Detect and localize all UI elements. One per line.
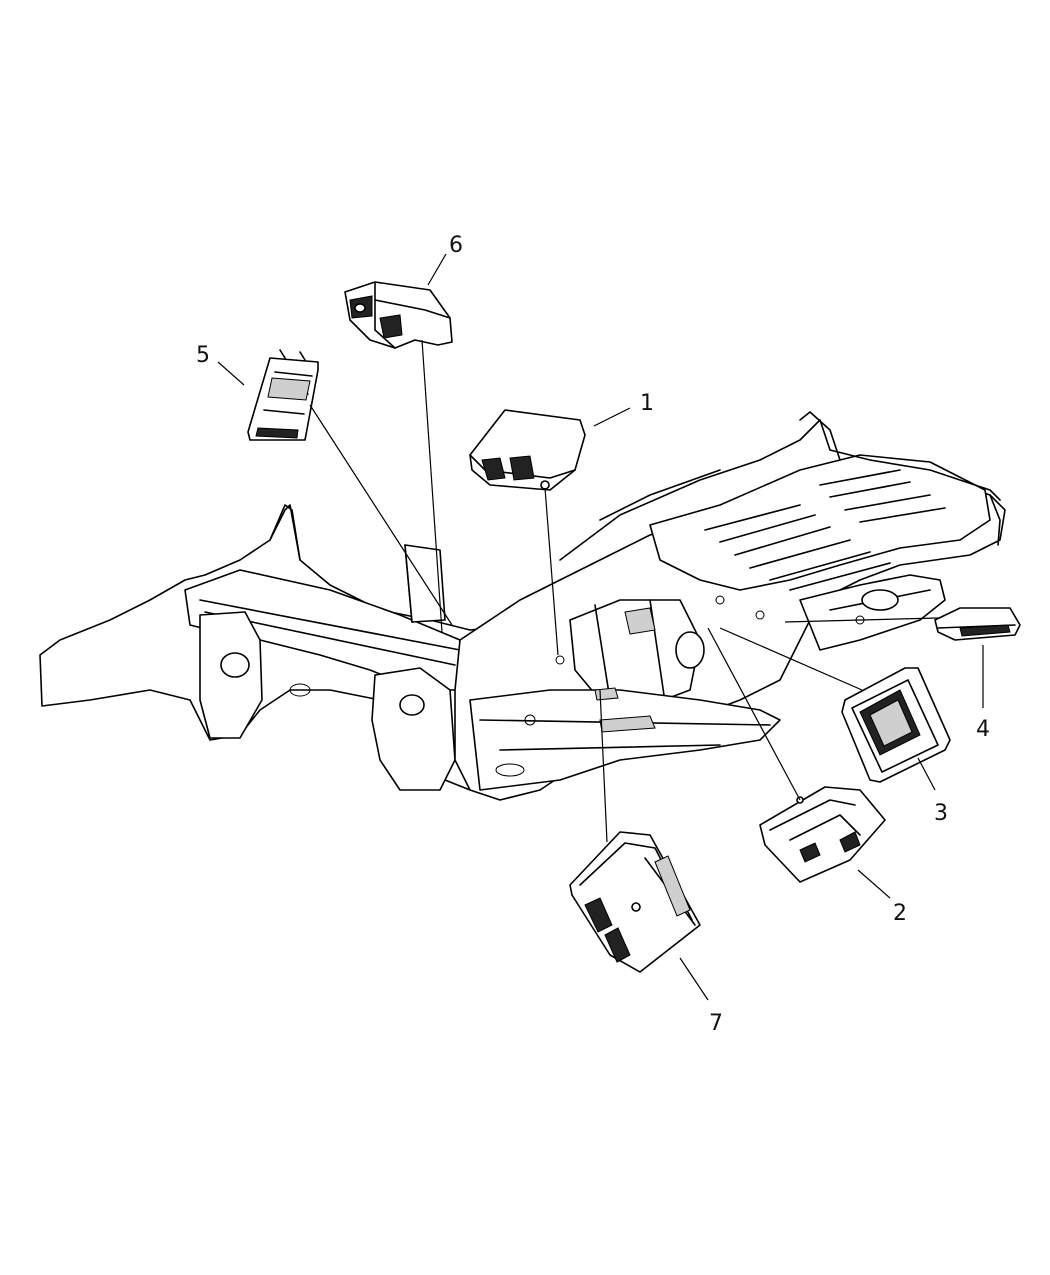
callout-4: 4	[976, 717, 990, 742]
callout-5-leader	[217, 361, 245, 386]
callout-1-leader	[593, 407, 631, 427]
vehicle-body-floor-pan	[39, 411, 1006, 801]
module-5	[247, 349, 319, 441]
module-3	[841, 667, 951, 783]
leader-lines	[309, 339, 939, 843]
module-2	[759, 786, 886, 883]
callout-6: 6	[449, 233, 463, 258]
callout-2: 2	[893, 901, 907, 926]
callout-3: 3	[934, 801, 948, 826]
callout-labels: 1 2 3 4 5 6 7	[196, 233, 990, 1036]
callout-2-leader	[857, 869, 891, 899]
module-6	[344, 281, 453, 349]
callout-6-leader	[427, 253, 447, 286]
callout-7: 7	[709, 1011, 723, 1036]
module-7	[569, 831, 701, 973]
callout-1: 1	[640, 391, 654, 416]
callout-5: 5	[196, 343, 210, 368]
callout-3-leader	[917, 757, 936, 791]
module-1	[469, 409, 586, 491]
callout-7-leader	[679, 957, 709, 1001]
module-4	[934, 607, 1021, 641]
cargo-floor-ribs	[704, 469, 946, 591]
